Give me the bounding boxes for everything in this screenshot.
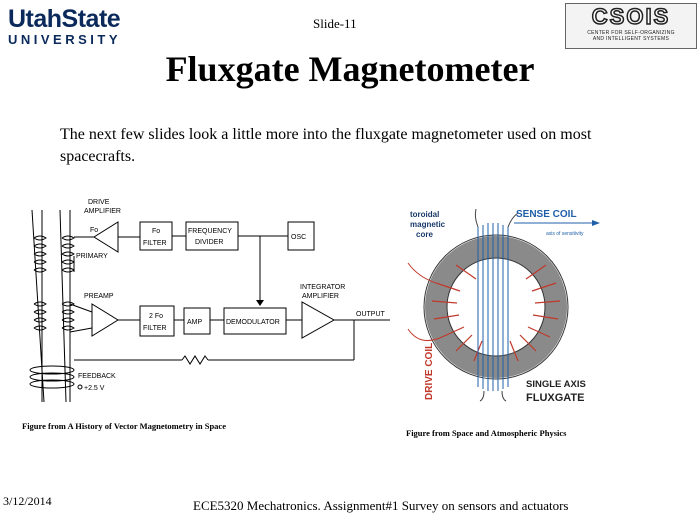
freq-div-label-1: FREQUENCY — [188, 228, 232, 235]
fo-filter-label-1: Fo — [152, 228, 160, 235]
toroidal-label-1: toroidal — [410, 210, 439, 219]
amp-box — [183, 307, 211, 335]
preamp-label: PREAMP — [84, 293, 114, 300]
demodulator-box — [223, 307, 287, 335]
slide-date: 3/12/2014 — [3, 494, 52, 508]
core-inner-edge — [446, 257, 546, 357]
fluxgate-block-diagram: DRIVE AMPLIFIER Fo PRIMARY Fo FILTER FRE… — [18, 192, 398, 422]
slide-number: Slide-11 — [313, 16, 357, 31]
core-outer-edge — [423, 234, 569, 380]
primary-coil-right — [61, 235, 75, 273]
feedback-coil — [29, 365, 75, 389]
demod-label: DEMODULATOR — [226, 319, 280, 326]
axis-label: axis of sensitivity — [546, 231, 584, 237]
logo-usu-university: UNIVERSITY — [8, 32, 122, 47]
feedback-resistor — [181, 355, 209, 365]
slide-body-text: The next few slides look a little more i… — [60, 126, 592, 165]
single-axis-label: SINGLE AXIS — [526, 379, 586, 390]
fo-label: Fo — [90, 227, 98, 234]
sense-coil-wires — [477, 223, 509, 391]
toroidal-label-3: core — [416, 230, 433, 239]
csois-logo: CSOIS CENTER FOR SELF-ORGANIZING AND INT… — [565, 3, 697, 49]
primary-coil-left — [33, 235, 47, 273]
primary-label: PRIMARY — [76, 253, 108, 260]
sense-coil-label: SENSE COIL — [516, 209, 577, 220]
logo-usu-wordmark: UtahState — [8, 5, 121, 33]
osc-box — [287, 221, 315, 251]
fluxgate-label: FLUXGATE — [526, 392, 584, 404]
utah-state-logo: UtahState UNIVERSITY — [8, 6, 138, 52]
toroidal-label-2: magnetic — [410, 220, 446, 229]
drive-amp-label-1: DRIVE — [88, 199, 110, 206]
right-figure-caption: Figure from Space and Atmospheric Physic… — [406, 428, 567, 438]
integrator-symbol — [301, 301, 336, 339]
fluxgate-toroid-figure: toroidal magnetic core SENSE COIL axis o… — [396, 195, 618, 417]
drive-coil-windings — [431, 264, 561, 362]
feedback-label: FEEDBACK — [78, 373, 116, 380]
voltage-label: +2.5 V — [84, 385, 105, 392]
freq-div-label-2: DIVIDER — [195, 239, 223, 246]
toroidal-core — [425, 236, 567, 378]
integ-label-2: AMPLIFIER — [302, 293, 339, 300]
secondary-coil-right — [61, 301, 75, 331]
csois-wordmark: CSOIS — [591, 3, 671, 30]
slide-footer: ECE5320 Mechatronics. Assignment#1 Surve… — [193, 498, 569, 513]
amp-label: AMP — [187, 319, 203, 326]
secondary-coil-left — [33, 301, 47, 331]
fo-filter-label-2: FILTER — [143, 240, 167, 247]
csois-subtitle-1: CENTER FOR SELF-ORGANIZING — [587, 30, 675, 36]
sense-coil-leads — [474, 208, 519, 402]
drive-coil-leads — [407, 262, 443, 342]
core-bar-3 — [59, 209, 67, 403]
2fo-filter-label-1: 2 Fo — [149, 313, 163, 320]
axis-arrow-head — [592, 220, 600, 226]
slide-title: Fluxgate Magnetometer — [165, 49, 535, 89]
voltage-terminal — [77, 384, 83, 390]
2fo-filter-box — [139, 305, 175, 337]
output-label: OUTPUT — [356, 311, 386, 318]
drive-coil-label: DRIVE COIL — [424, 343, 435, 400]
integ-label-1: INTEGRATOR — [300, 284, 345, 291]
drive-amp-label-2: AMPLIFIER — [84, 208, 121, 215]
left-figure-caption: Figure from A History of Vector Magnetom… — [22, 421, 226, 431]
csois-subtitle-2: AND INTELLIGENT SYSTEMS — [592, 36, 670, 42]
2fo-filter-label-2: FILTER — [143, 325, 167, 332]
osc-label: OSC — [291, 234, 306, 241]
preamp-symbol — [91, 303, 119, 337]
